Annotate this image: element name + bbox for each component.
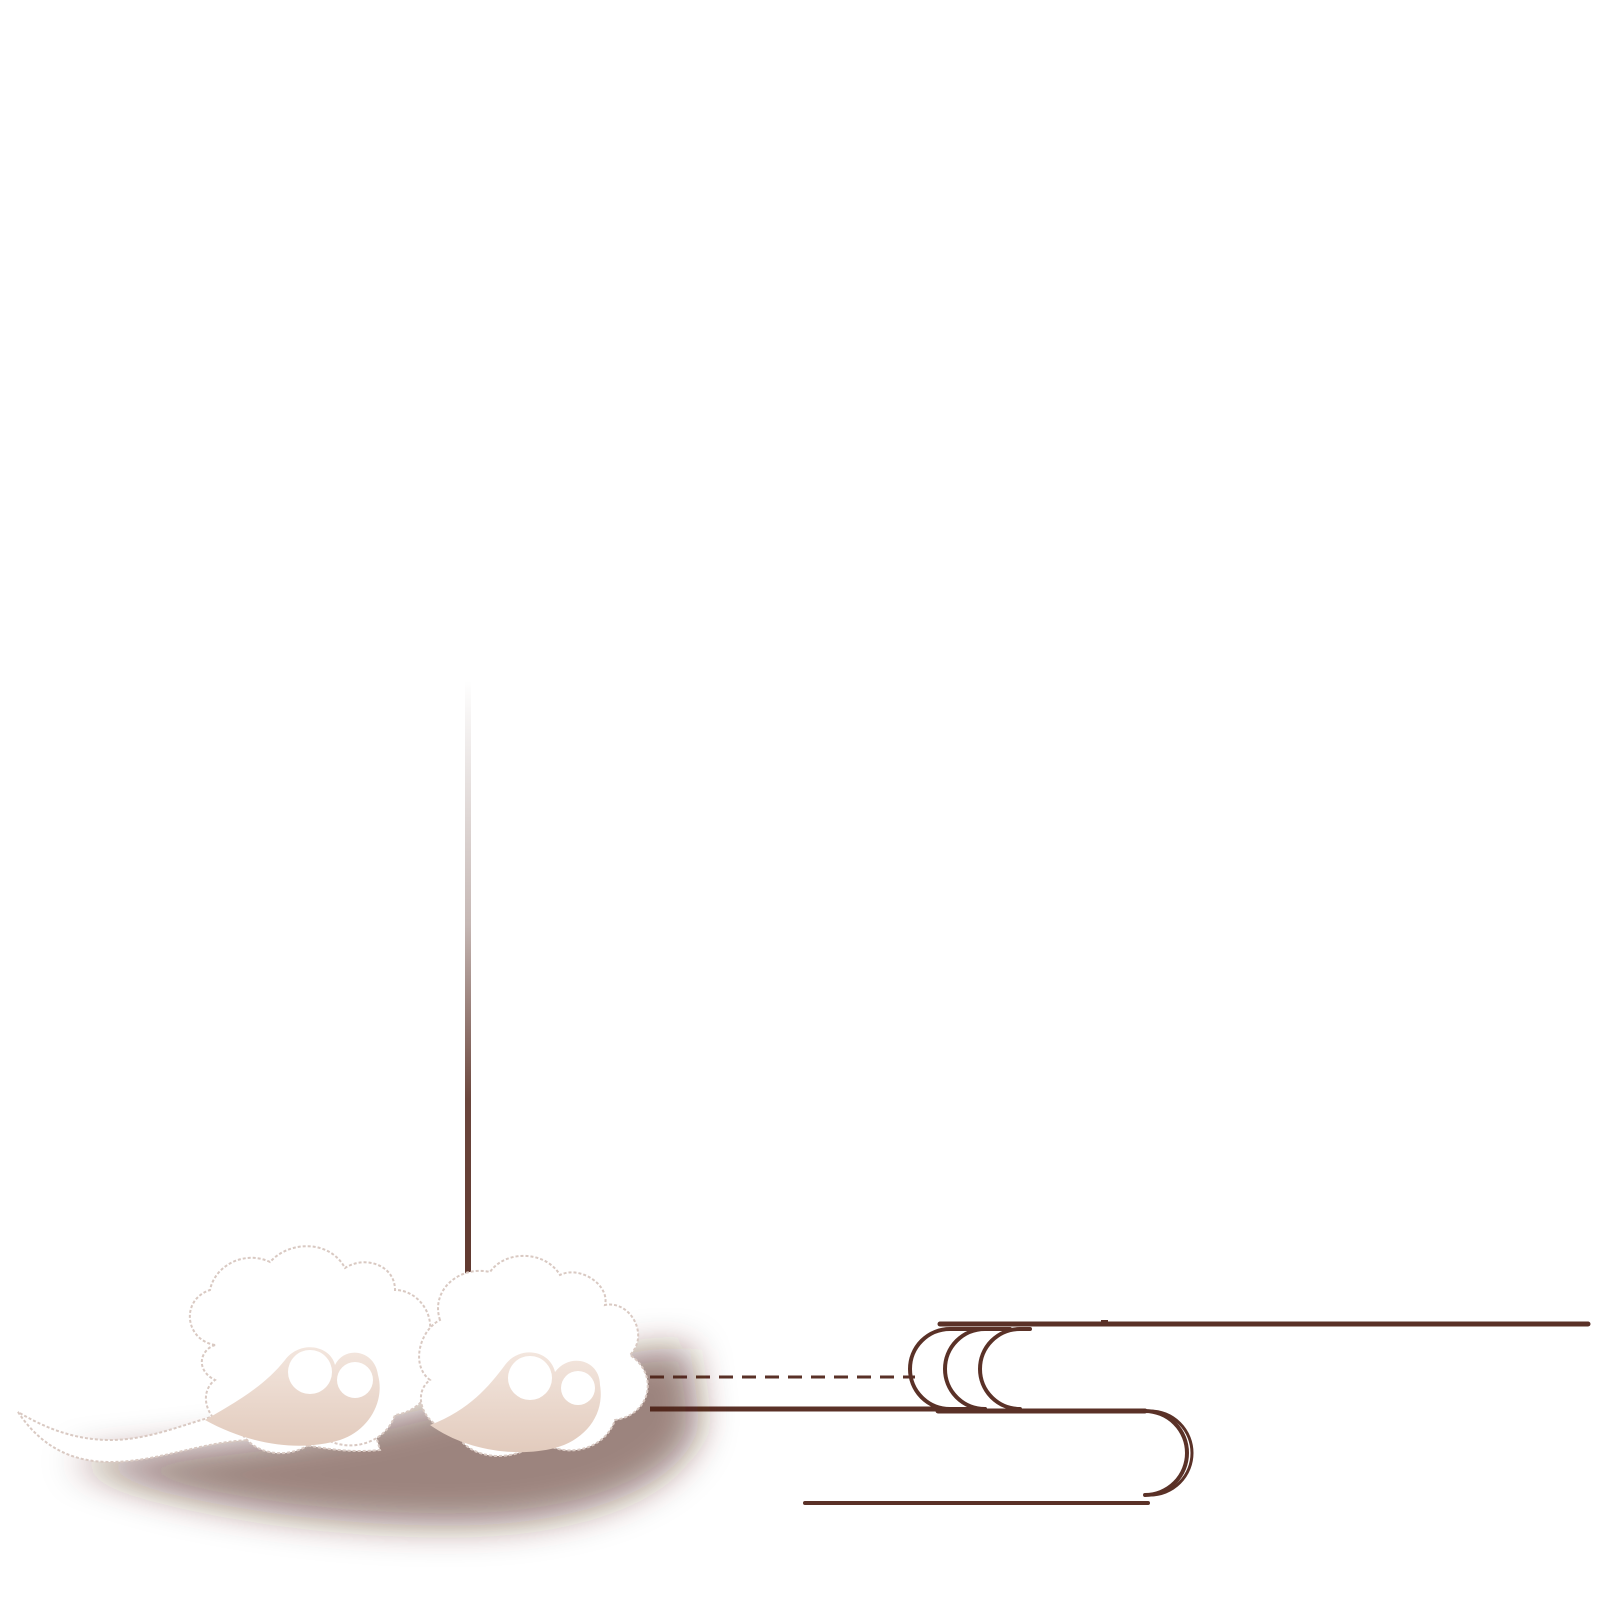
cloud-icon	[418, 1254, 649, 1457]
cloud-icon	[17, 1245, 435, 1464]
vertical-frame-lines	[465, 680, 504, 1380]
swirl-scroll-icon	[803, 1320, 1591, 1505]
vertical-solid-line	[465, 680, 471, 1380]
